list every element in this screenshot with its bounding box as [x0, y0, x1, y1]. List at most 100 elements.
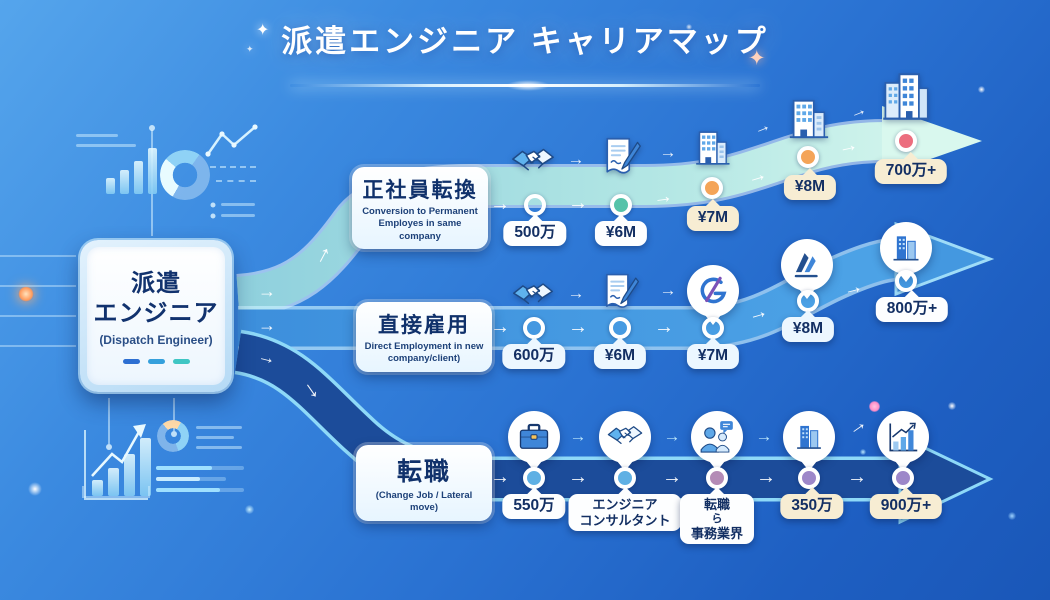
salary-badge: ¥7M — [686, 337, 740, 369]
milestone-node[interactable] — [609, 317, 631, 339]
arrow-icon: → — [490, 316, 510, 338]
contract-icon — [599, 272, 641, 314]
branch-label-seishain-tenkan[interactable]: 正社員転換 Conversion to Permanent Employes i… — [352, 167, 488, 250]
branch-label-chokusetsu-koyou[interactable]: 直接雇用 Direct Employment in new company/cl… — [356, 302, 492, 372]
circuit-line — [173, 398, 175, 431]
building-circle-icon — [880, 222, 932, 282]
arrow-icon: → — [651, 184, 675, 210]
milestone-node[interactable] — [701, 177, 723, 199]
salary-badge: 700万+ — [874, 152, 948, 184]
role-badge: エンジニア コンサルタント — [568, 486, 682, 532]
arrow-icon: → — [659, 142, 677, 162]
arrow-icon: → — [847, 466, 867, 488]
decor-bullet — [210, 213, 216, 219]
arrow-icon: → — [745, 299, 771, 327]
circuit-line — [108, 398, 110, 444]
milestone-node[interactable] — [892, 467, 914, 489]
salary-badge: ¥6M — [594, 214, 648, 246]
branch-subtitle: Conversion to Permanent Employes in same… — [362, 206, 478, 242]
decor-progress-bar — [156, 466, 244, 470]
branch-label-tenshoku[interactable]: 転職 (Change Job / Lateral move) — [356, 445, 492, 521]
arrow-icon: → — [490, 193, 510, 215]
arrow-icon: → — [303, 236, 339, 271]
decor-line — [196, 446, 242, 449]
sparkle-icon: ✦ — [748, 47, 766, 70]
decor-line — [196, 426, 242, 429]
milestone-node[interactable] — [702, 317, 724, 339]
source-title-line1: 派遣 — [131, 269, 181, 297]
salary-badge: 550万 — [502, 487, 566, 519]
arrow-icon: → — [835, 133, 861, 159]
arrow-icon: → — [756, 466, 776, 488]
decor-line — [196, 436, 234, 439]
decor-dashed-line — [216, 180, 256, 182]
handshake-icon — [510, 139, 556, 185]
arrow-icon: → — [490, 466, 510, 488]
milestone-node[interactable] — [523, 467, 545, 489]
building-circle-icon — [783, 411, 835, 471]
decor-line-chart — [205, 124, 258, 157]
decor-line — [76, 134, 118, 137]
growth-chart-icon — [877, 411, 929, 471]
milestone-node[interactable] — [895, 130, 917, 152]
arrow-icon: → — [255, 345, 279, 369]
arrow-icon: → — [662, 466, 682, 488]
salary-badge: ¥8M — [781, 310, 835, 342]
decor-line — [221, 203, 255, 206]
people-chat-icon — [691, 411, 743, 471]
arrow-icon: → — [567, 149, 585, 169]
source-subtitle: (Dispatch Engineer) — [99, 332, 213, 347]
building-icon — [692, 128, 732, 168]
milestone-node[interactable] — [523, 317, 545, 339]
arrow-icon: → — [840, 274, 866, 302]
title-underline — [290, 80, 760, 91]
handshake-icon — [599, 411, 651, 471]
arrow-icon: → — [842, 411, 872, 441]
salary-badge: ¥8M — [783, 168, 837, 200]
milestone-node[interactable] — [798, 467, 820, 489]
salary-badge: 800万+ — [875, 290, 949, 322]
arrow-icon: → — [568, 192, 588, 214]
arrow-icon: → — [750, 115, 774, 139]
decor-axis — [84, 430, 148, 500]
arrow-icon: → — [569, 426, 587, 446]
milestone-node[interactable] — [524, 194, 546, 216]
decor-donut-chart — [160, 150, 210, 200]
decor-grid — [82, 486, 150, 498]
source-node-dispatch-engineer[interactable]: 派遣 エンジニア (Dispatch Engineer) — [80, 240, 232, 392]
arrow-icon: → — [258, 281, 276, 301]
milestone-node[interactable] — [895, 270, 917, 292]
milestone-node[interactable] — [706, 467, 728, 489]
sparkle-icon: ✦ — [256, 22, 270, 39]
stripes-logo-icon — [781, 239, 833, 299]
arrow-icon: → — [659, 280, 677, 300]
milestone-node[interactable] — [797, 290, 819, 312]
building-icon — [785, 96, 831, 142]
milestone-node[interactable] — [614, 467, 636, 489]
arrow-icon: → — [846, 99, 870, 123]
circuit-line — [0, 255, 76, 257]
contract-icon — [599, 136, 643, 180]
decor-dashed-line — [210, 166, 256, 168]
decor-line — [221, 214, 255, 217]
branch-subtitle: (Change Job / Lateral move) — [375, 490, 473, 514]
arrow-icon: → — [258, 315, 276, 335]
handshake-icon — [511, 274, 555, 318]
salary-badge: 900万+ — [869, 487, 943, 519]
circuit-line — [0, 345, 76, 347]
arrow-icon: → — [567, 283, 585, 303]
milestone-node[interactable] — [797, 146, 819, 168]
decor-progress-bar — [156, 477, 226, 481]
salary-badge: 350万 — [780, 487, 844, 519]
milestone-node[interactable] — [610, 194, 632, 216]
circuit-line — [0, 315, 76, 317]
branch-title: 直接雇用 — [378, 314, 470, 337]
role-badge: 転職 ら 事務業界 — [679, 486, 755, 545]
arrow-icon: → — [568, 466, 588, 488]
arrow-icon: → — [755, 426, 773, 446]
circuit-dot — [149, 125, 155, 131]
decor-bullet — [210, 202, 216, 208]
header: 派遣エンジニア キャリアマップ — [0, 0, 1050, 61]
